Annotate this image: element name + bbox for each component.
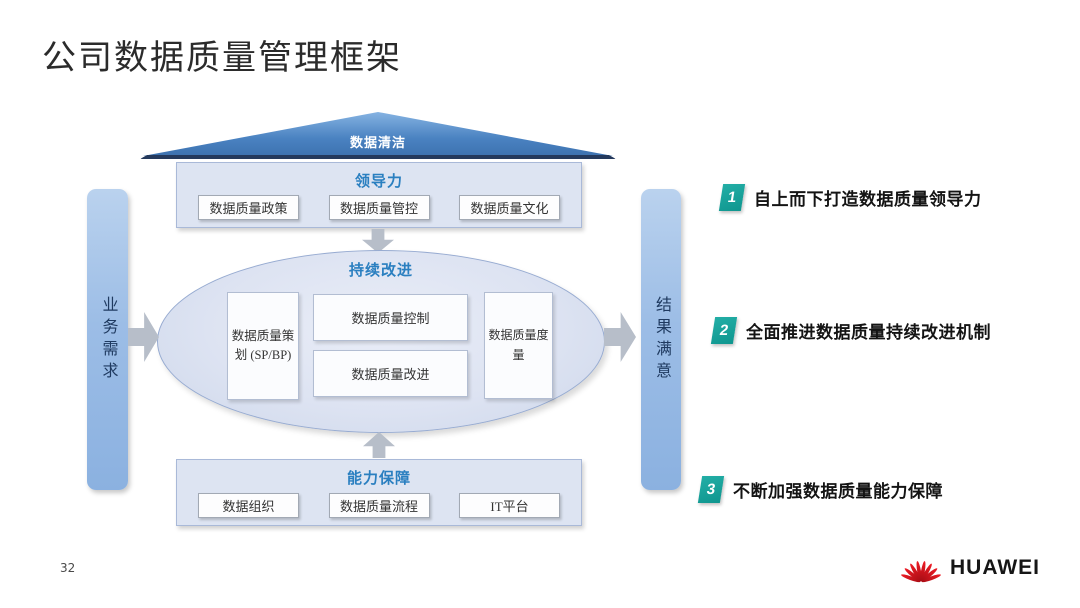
improvement-box: 数据质量改进: [313, 350, 468, 397]
roof-base-line: [140, 155, 616, 159]
result-satisfaction-label: 结果满意: [653, 295, 670, 384]
number-badge: 3: [697, 476, 725, 503]
roof-shape: 数据清洁: [140, 112, 616, 159]
capability-items: 数据组织 数据质量流程 IT平台: [198, 493, 560, 518]
capability-item: 数据组织: [198, 493, 299, 518]
business-demand-bar: 业务需求: [87, 189, 128, 490]
arrow-right-icon: [604, 312, 636, 362]
annotation-text: 全面推进数据质量持续改进机制: [746, 323, 991, 342]
leadership-title: 领导力: [354, 174, 403, 190]
annotation-text: 不断加强数据质量能力保障: [733, 482, 943, 501]
leadership-item: 数据质量政策: [198, 195, 299, 220]
number-badge: 1: [718, 184, 746, 211]
huawei-wordmark: HUAWEI: [950, 555, 1040, 579]
continuous-improvement-title: 持续改进: [348, 263, 413, 279]
page-number: 32: [60, 561, 76, 575]
planning-box: 数据质量策划 (SP/BP): [227, 292, 299, 400]
annotation-3: 3 不断加强数据质量能力保障: [697, 476, 943, 503]
arrow-right-icon: [128, 312, 159, 362]
control-box: 数据质量控制: [313, 294, 468, 341]
annotation-1: 1 自上而下打造数据质量领导力: [718, 184, 982, 211]
annotation-2: 2 全面推进数据质量持续改进机制: [710, 317, 991, 344]
capability-section: 能力保障 数据组织 数据质量流程 IT平台: [176, 459, 582, 526]
leadership-item: 数据质量文化: [459, 195, 560, 220]
capability-item: 数据质量流程: [328, 493, 430, 518]
roof-label: 数据清洁: [349, 135, 406, 150]
measurement-box: 数据质量度量: [484, 292, 553, 399]
page-title: 公司数据质量管理框架: [42, 40, 402, 77]
leadership-items: 数据质量政策 数据质量管控 数据质量文化: [198, 195, 560, 220]
result-satisfaction-bar: 结果满意: [641, 189, 681, 490]
leadership-section: 领导力 数据质量政策 数据质量管控 数据质量文化: [176, 162, 582, 228]
leadership-item: 数据质量管控: [328, 195, 430, 220]
huawei-flower-icon: [901, 551, 941, 584]
business-demand-label: 业务需求: [99, 295, 117, 384]
capability-item: IT平台: [459, 493, 560, 518]
capability-title: 能力保障: [346, 471, 411, 487]
huawei-logo: HUAWEI: [901, 551, 1040, 584]
arrow-up-icon: [363, 432, 395, 458]
annotation-text: 自上而下打造数据质量领导力: [754, 190, 982, 209]
number-badge: 2: [710, 317, 738, 344]
